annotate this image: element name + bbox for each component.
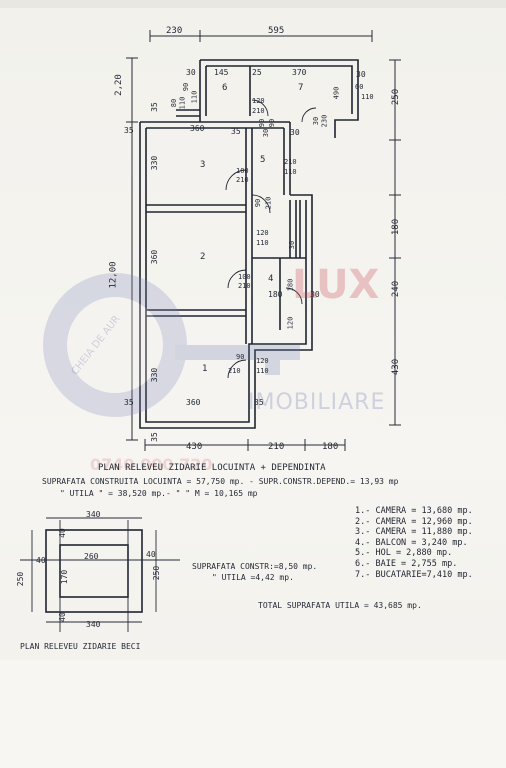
wall-label: 90	[236, 353, 245, 361]
basement-side-left: 250	[16, 571, 26, 587]
wall-label: 360	[190, 124, 205, 133]
wall-label: 110	[190, 90, 199, 104]
basement-inner-height: 170	[60, 569, 70, 585]
wall-label: 30	[310, 290, 320, 299]
dim-top-230: 230	[166, 26, 183, 36]
room-number-3: 3	[200, 160, 206, 170]
basement-surface-util: " UTILA =4,42 mp.	[212, 573, 294, 582]
wall-label: 145	[214, 68, 229, 77]
wall-label: 330	[150, 155, 160, 171]
room-number-1: 1	[202, 364, 208, 374]
top-band	[0, 0, 506, 8]
wall-label: 110	[178, 96, 187, 110]
watermark-imobiliare: IMOBILIARE	[248, 390, 386, 415]
wall-label: 490	[332, 86, 341, 100]
basement-wall-left: 40	[36, 556, 46, 565]
basement-dim-bottom: 340	[86, 620, 101, 629]
dim-bottom-180: 180	[322, 442, 339, 452]
wall-label: 110	[284, 168, 297, 176]
wall-label: 360	[186, 398, 201, 407]
wall-label: 230	[320, 114, 329, 128]
wall-label: 120	[252, 97, 265, 105]
basement-wall-right: 40	[146, 550, 156, 559]
room-number-2: 2	[200, 252, 206, 262]
basement-title: PLAN RELEVEU ZIDARIE BECI	[20, 642, 141, 651]
wall-label: 60	[355, 83, 364, 91]
legend-item: 5.- HOL = 2,880 mp.	[355, 548, 453, 559]
room-number-4: 4	[268, 274, 274, 284]
basement-side-right: 250	[152, 565, 162, 581]
wall-label: 120	[256, 357, 269, 365]
wall-label: 110	[256, 367, 269, 375]
wall-label: 90	[268, 118, 277, 128]
watermark-lux: LUX	[292, 262, 380, 308]
wall-label: 30	[356, 70, 366, 79]
wall-label: 35	[231, 127, 241, 136]
surface-line-2: " UTILA " = 38,520 mp.- " " M = 10,165 m…	[60, 489, 258, 498]
wall-label: 100	[238, 273, 251, 281]
wall-label: 120	[286, 316, 295, 330]
wall-label: 30	[290, 128, 300, 137]
dim-right-430: 430	[391, 358, 402, 376]
wall-label: 35	[149, 102, 159, 112]
dim-bottom-210: 210	[268, 442, 285, 452]
surface-line-1: SUPRAFATA CONSTRUITA LOCUINTA = 57,750 m…	[42, 477, 399, 486]
dim-bottom-430: 430	[186, 442, 203, 452]
wall-label: 210	[264, 196, 273, 210]
legend-item: 6.- BAIE = 2,755 mp.	[355, 558, 458, 569]
wall-label: 35	[149, 432, 159, 442]
plan-title: PLAN RELEVEU ZIDARIE LOCUINTA + DEPENDIN…	[98, 463, 326, 473]
legend-item: 1.- CAMERA = 13,680 mp.	[355, 506, 473, 516]
wall-label: 210	[252, 107, 265, 115]
blank-area	[0, 660, 506, 768]
wall-label: 35	[254, 398, 264, 407]
wall-label: 110	[361, 93, 374, 101]
legend-item: 2.- CAMERA = 12,960 mp.	[355, 516, 473, 527]
wall-label: 100	[236, 167, 249, 175]
wall-label: 330	[150, 367, 160, 383]
wall-label: 30	[186, 68, 196, 77]
legend-item: 4.- BALCON = 3,240 mp.	[355, 537, 468, 548]
basement-wall-bottom: 40	[57, 612, 67, 622]
wall-label: 35	[124, 126, 134, 135]
wall-label: 120	[256, 229, 269, 237]
watermark-phone: 0740 000 720	[90, 455, 213, 474]
wall-label: 210	[238, 282, 251, 290]
wall-label: 35	[124, 398, 134, 407]
room-number-6: 6	[222, 83, 228, 93]
wall-label: 180	[268, 290, 283, 299]
dim-right-180: 180	[391, 218, 402, 236]
room-number-7: 7	[298, 83, 304, 93]
legend-item: 7.- BUCATARIE=7,410 mp.	[355, 569, 473, 580]
dim-left-220: 2,20	[113, 74, 124, 96]
basement-dim-top: 340	[86, 510, 101, 519]
wall-label: 210	[284, 158, 297, 166]
dim-right-250: 250	[391, 88, 402, 106]
wall-label: 90	[254, 198, 263, 208]
dim-right-240: 240	[391, 280, 402, 298]
wall-label: 30	[288, 240, 297, 250]
wall-label: 360	[150, 249, 160, 265]
wall-label: 370	[292, 68, 307, 77]
dim-left-1200: 12,00	[108, 261, 119, 289]
room-number-5: 5	[260, 155, 266, 165]
legend-item: 3.- CAMERA = 11,880 mp.	[355, 527, 473, 538]
wall-label: 30	[262, 128, 271, 138]
wall-label: 110	[256, 239, 269, 247]
wall-label: 90	[258, 118, 267, 128]
basement-inner-width: 260	[84, 552, 99, 561]
total-surface: TOTAL SUPRAFATA UTILA = 43,685 mp.	[258, 601, 422, 610]
basement-surface-constr: SUPRAFATA CONSTR:=8,50 mp.	[192, 562, 318, 571]
wall-label: 210	[236, 176, 249, 184]
wall-label: 25	[252, 68, 262, 77]
wall-label: 210	[228, 367, 241, 375]
room-legend: 1.- CAMERA = 13,680 mp. 2.- CAMERA = 12,…	[355, 506, 505, 580]
basement-wall-top: 40	[57, 528, 67, 538]
dim-top-595: 595	[268, 26, 285, 36]
